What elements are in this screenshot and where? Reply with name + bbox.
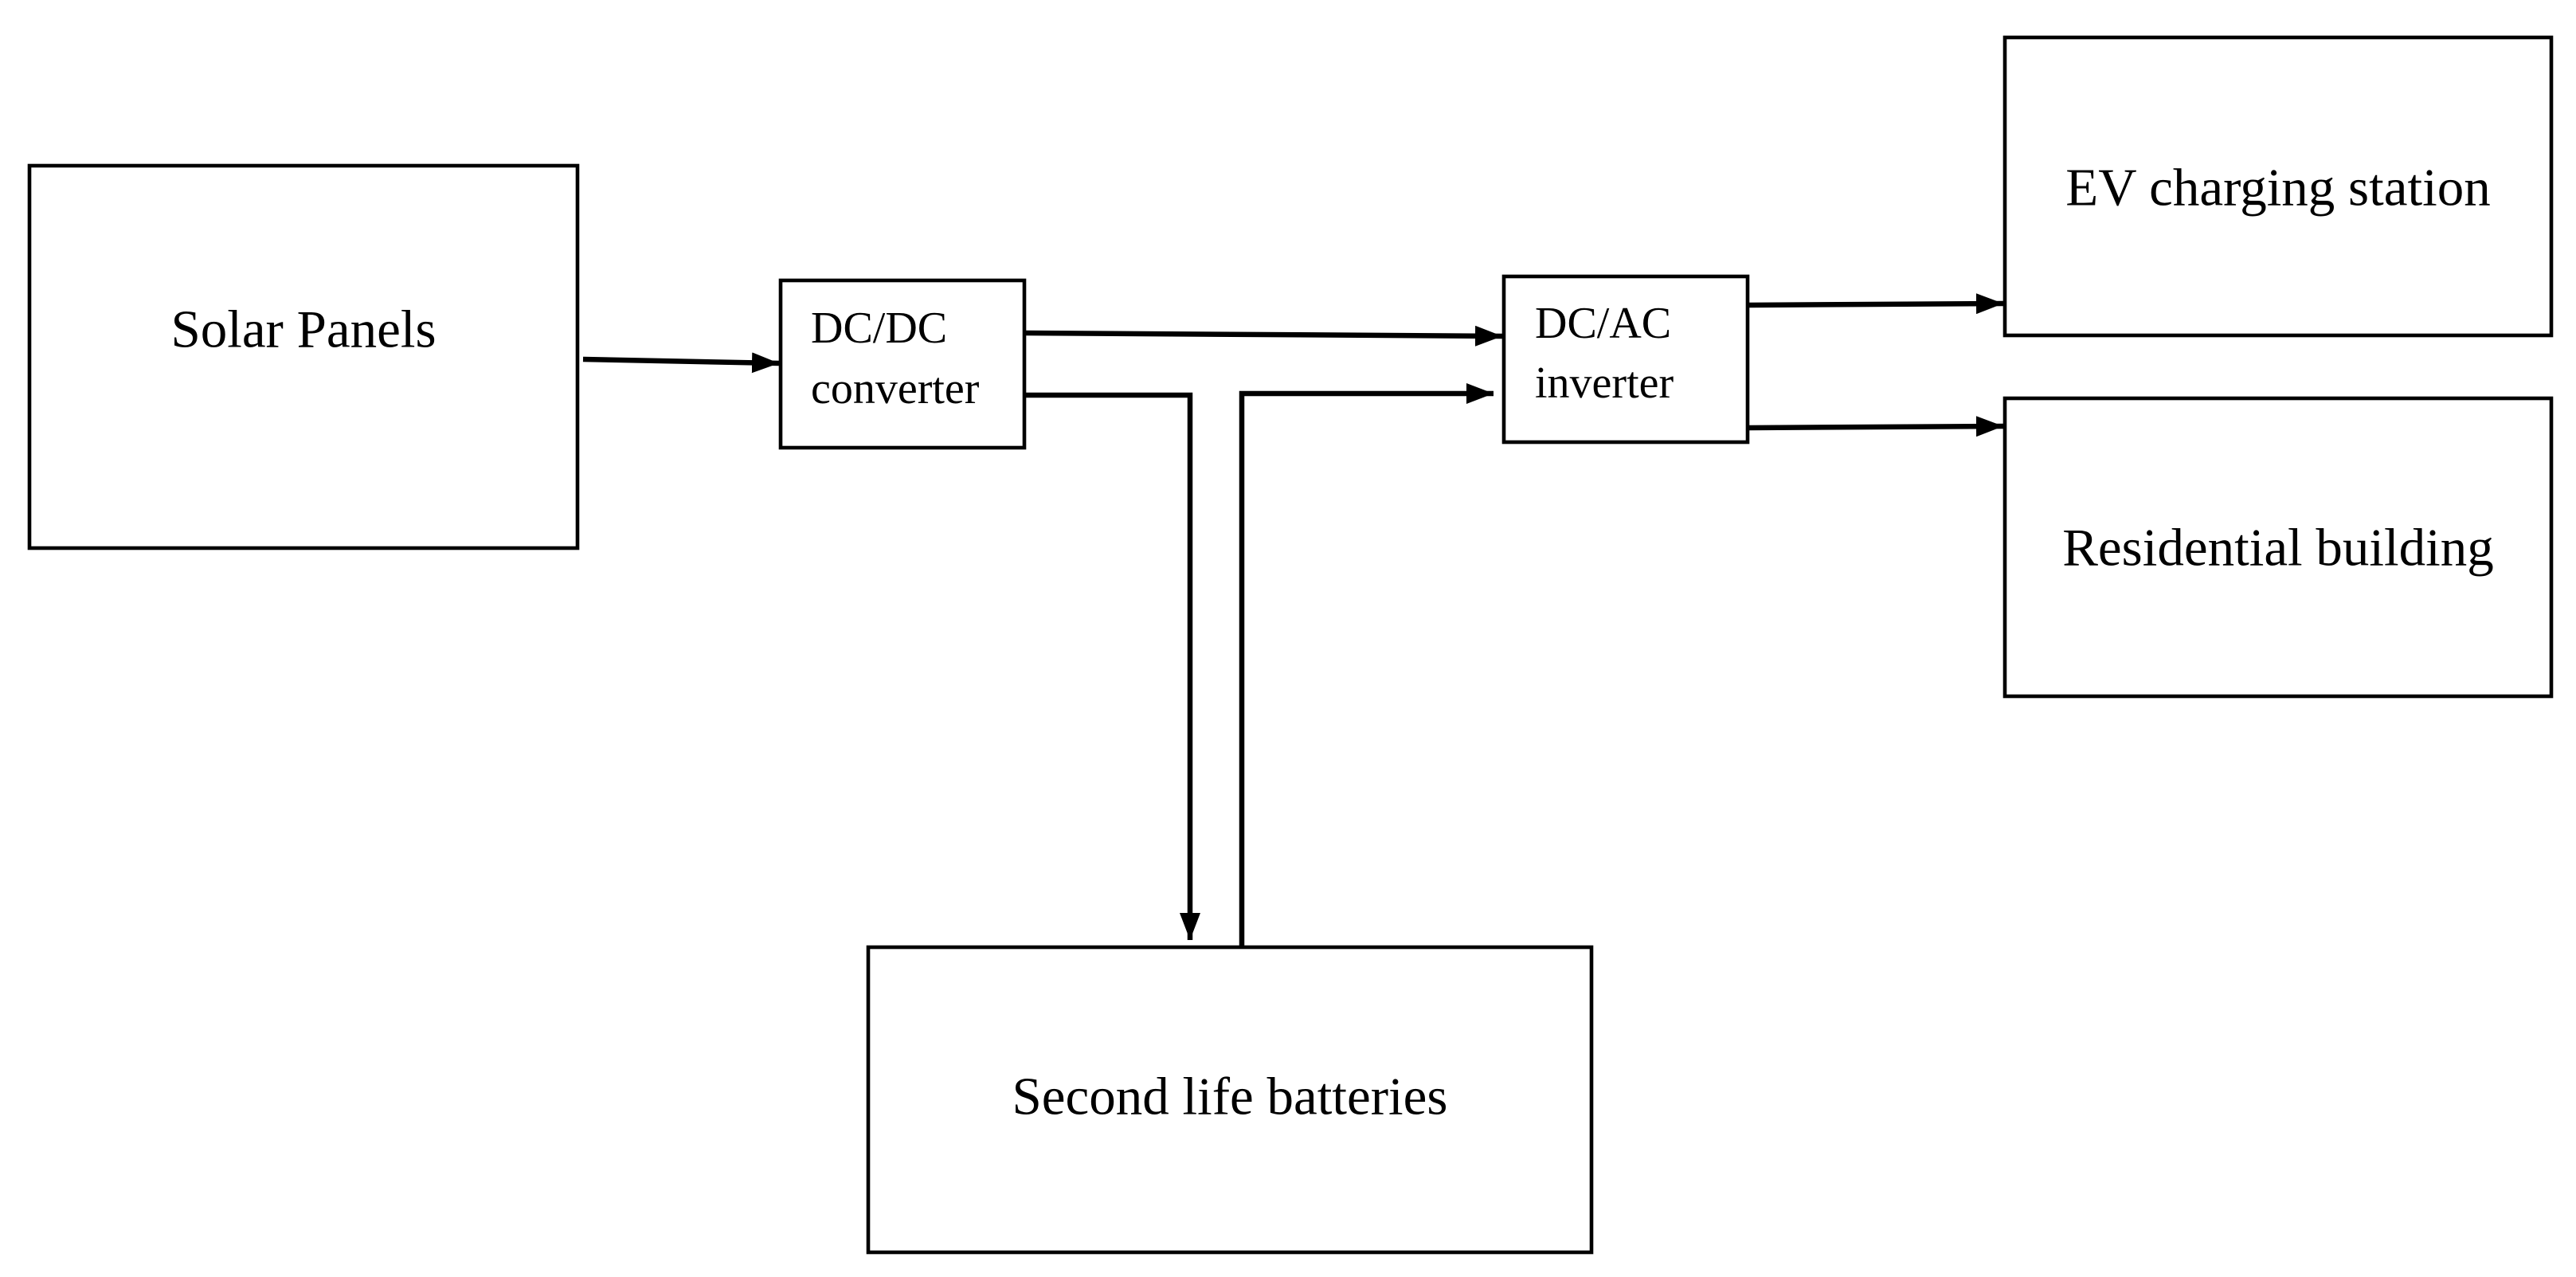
- node-ev-charging-station: EV charging station: [2002, 35, 2554, 338]
- solar-panels-label: Solar Panels: [170, 300, 436, 358]
- dc-dc-converter-box: [778, 278, 1027, 450]
- ev-charging-station-label: EV charging station: [2065, 158, 2490, 217]
- ev-charging-station-box: [2002, 35, 2554, 338]
- node-solar-panels: Solar Panels: [27, 163, 580, 550]
- dc-dc-converter-label-line1: DC/DC: [811, 304, 947, 353]
- node-second-life-batteries: Second life batteries: [866, 945, 1594, 1255]
- arrow-inverter-to-ev: [1748, 293, 2004, 315]
- arrow-inverter-to-residential: [1748, 416, 2004, 437]
- arrow-dcdc-to-inverter: [1025, 325, 1503, 347]
- second-life-batteries-label: Second life batteries: [1012, 1067, 1448, 1126]
- second-life-batteries-box: [866, 945, 1594, 1255]
- solar-panels-box: [27, 163, 580, 550]
- dc-ac-inverter-box: [1501, 274, 1750, 445]
- node-dc-dc-converter: DC/DC converter: [778, 278, 1027, 450]
- arrow-dcdc-to-batteries: [1026, 392, 1200, 940]
- dc-ac-inverter-label-line1: DC/AC: [1535, 299, 1671, 348]
- arrow-solar-to-dcdc: [582, 352, 780, 374]
- node-residential-building: Residential building: [2002, 396, 2554, 699]
- residential-building-label: Residential building: [2062, 518, 2494, 577]
- dc-ac-inverter-label-line2: inverter: [1535, 358, 1674, 408]
- arrow-batteries-to-inverter: [1239, 383, 1494, 947]
- node-dc-ac-inverter: DC/AC inverter: [1501, 274, 1750, 445]
- residential-building-box: [2002, 396, 2554, 699]
- dc-dc-converter-label-line2: converter: [811, 364, 980, 413]
